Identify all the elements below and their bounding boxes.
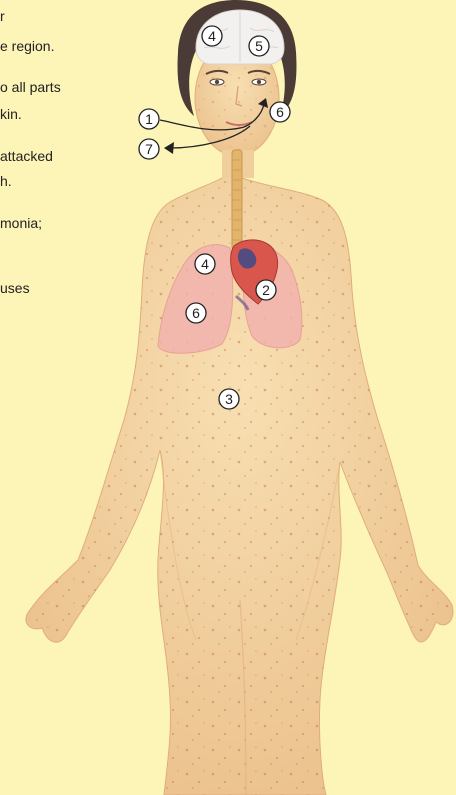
- svg-text:3: 3: [225, 391, 233, 407]
- svg-text:6: 6: [192, 305, 200, 321]
- marker-3-abdomen: 3: [219, 389, 239, 409]
- svg-text:1: 1: [145, 111, 153, 127]
- trachea: [232, 150, 242, 250]
- marker-4-brain: 4: [202, 26, 222, 46]
- marker-5-brain: 5: [249, 36, 269, 56]
- svg-text:5: 5: [255, 38, 263, 54]
- svg-text:2: 2: [262, 282, 270, 298]
- svg-text:7: 7: [145, 141, 153, 157]
- marker-6-head: 6: [270, 102, 290, 122]
- marker-1-mouth: 1: [139, 109, 159, 129]
- marker-4-lung: 4: [195, 254, 215, 274]
- marker-2-heart: 2: [256, 280, 276, 300]
- marker-7-mouth: 7: [139, 139, 159, 159]
- marker-6-lung: 6: [186, 303, 206, 323]
- svg-text:4: 4: [201, 256, 209, 272]
- svg-text:6: 6: [276, 104, 284, 120]
- svg-text:4: 4: [208, 28, 216, 44]
